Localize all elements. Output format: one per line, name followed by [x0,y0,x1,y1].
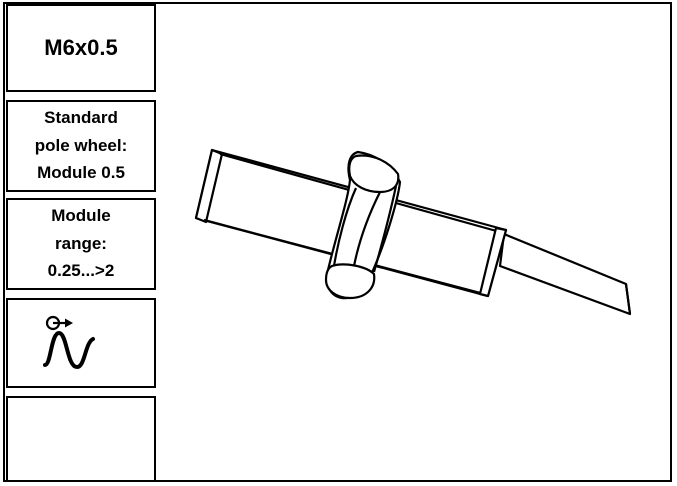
hex-nut-bottom-face [324,263,376,300]
thread-size-label: M6x0.5 [44,35,118,60]
sine-wave-icon [43,330,95,370]
empty-cell [6,396,156,482]
rotation-arrow-head-icon [65,318,73,328]
range-value: 0.25...>2 [47,261,115,281]
range-label-line1: Module [51,205,111,225]
thread-size-cell: M6x0.5 [6,4,156,92]
module-range-cell: Module range: 0.25...>2 [6,198,156,290]
standard-label-line2: pole wheel: [34,135,128,155]
sensor-rear-chamfer [478,226,508,298]
hex-nut-facet-line [372,185,398,273]
standard-pole-wheel-cell: Standard pole wheel: Module 0.5 [6,100,156,192]
sensor-drawing [194,148,632,316]
cable-body [498,232,632,316]
hex-nut-facet-line [332,187,358,267]
hex-nut-facet-line [352,191,381,267]
standard-module-value: Module 0.5 [37,163,125,183]
signal-symbol-cell [6,298,156,388]
cable-end-line [624,283,632,315]
sensor-front-face [194,148,224,224]
range-label-line2: range: [55,233,107,253]
diagram-frame [3,2,672,482]
rotation-sine-signal-icon [43,315,95,370]
standard-label-line1: Standard [44,107,118,127]
